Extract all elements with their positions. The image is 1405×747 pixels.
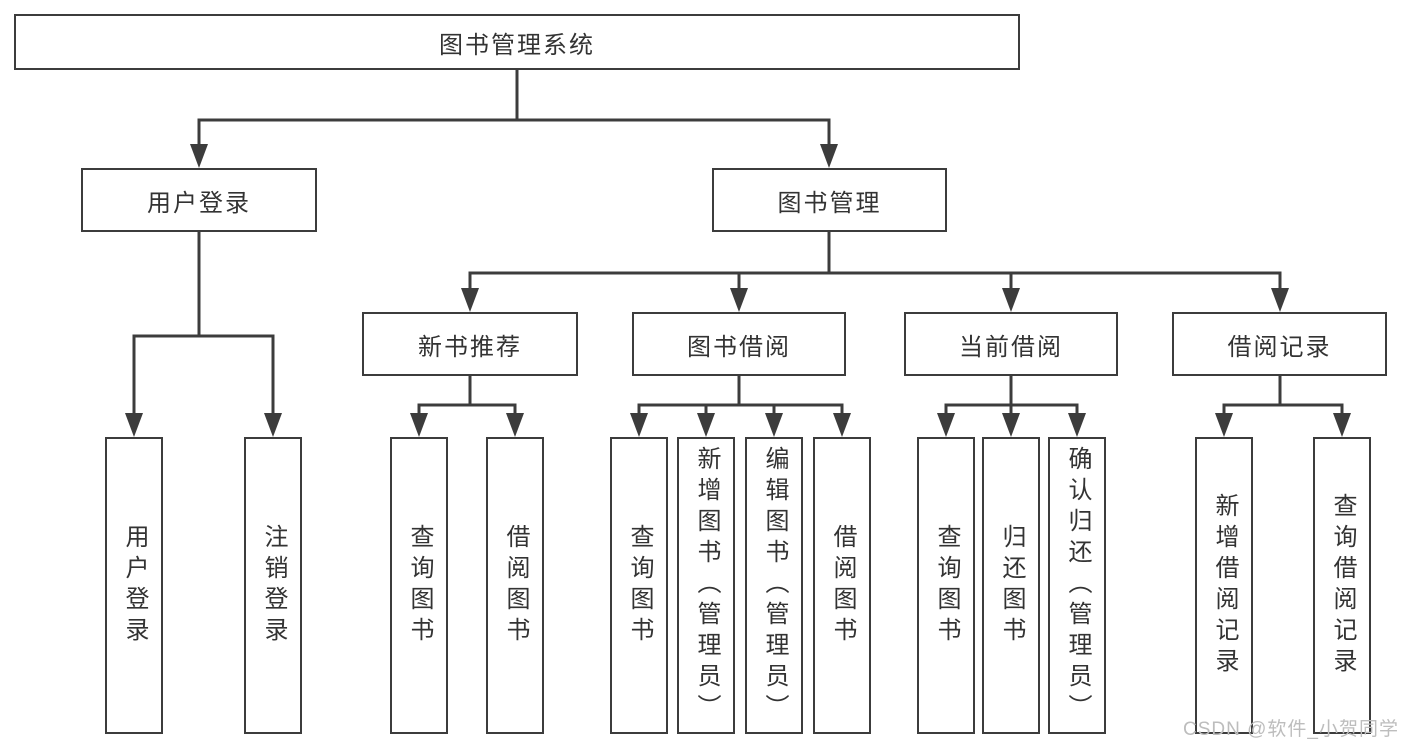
arrowhead-icon [506, 413, 524, 437]
arrowhead-icon [820, 144, 838, 168]
arrowhead-icon [1333, 413, 1351, 437]
leaf-confirm-return-admin: 确认归还（管理员） [1048, 437, 1106, 734]
connector-borrowrecords-to-leaves [1222, 374, 1344, 420]
node-root: 图书管理系统 [14, 14, 1020, 70]
arrowhead-icon [630, 413, 648, 437]
arrowhead-icon [1002, 288, 1020, 312]
leaf-query-books-1: 查询图书 [390, 437, 448, 734]
connector-paths [132, 68, 1344, 420]
node-user-login-label: 用户登录 [147, 189, 251, 217]
csdn-watermark: CSDN @软件_小贺同学 [1183, 719, 1399, 740]
leaf-query-books-1-label: 查询图书 [406, 523, 433, 648]
arrowhead-icon [730, 288, 748, 312]
connector-newbookrec-to-leaves [417, 374, 517, 420]
connector-root-to-level2 [197, 68, 831, 150]
node-book-borrowing: 图书借阅 [632, 312, 846, 376]
connector-userlogin-to-leaves [132, 230, 275, 420]
leaf-query-books-2-label: 查询图书 [626, 523, 653, 648]
leaf-query-books-3-label: 查询图书 [933, 523, 960, 648]
arrowhead-icon [410, 413, 428, 437]
leaf-query-borrow-record: 查询借阅记录 [1313, 437, 1371, 734]
connector-bookborrow-to-leaves [637, 374, 844, 420]
connector-bookmgmt-to-level3 [468, 230, 1282, 294]
arrowhead-icon [697, 413, 715, 437]
leaf-borrow-books-1-label: 借阅图书 [502, 523, 529, 648]
arrowhead-icon [264, 413, 282, 437]
leaf-add-books-admin: 新增图书（管理员） [677, 437, 735, 734]
node-book-borrowing-label: 图书借阅 [687, 333, 791, 361]
arrowhead-icon [1271, 288, 1289, 312]
leaf-user-login: 用户登录 [105, 437, 163, 734]
leaf-add-books-admin-label: 新增图书（管理员） [693, 446, 720, 725]
node-root-label: 图书管理系统 [439, 31, 595, 59]
node-book-management-label: 图书管理 [777, 189, 882, 217]
node-user-login: 用户登录 [81, 168, 317, 232]
node-current-borrowing: 当前借阅 [904, 312, 1118, 376]
leaf-logout-label: 注销登录 [260, 523, 287, 648]
leaf-borrow-books-2-label: 借阅图书 [829, 523, 856, 648]
arrowhead-icon [461, 288, 479, 312]
node-new-book-recommend-label: 新书推荐 [418, 333, 522, 361]
node-new-book-recommend: 新书推荐 [362, 312, 578, 376]
arrowhead-icon [1215, 413, 1233, 437]
leaf-logout: 注销登录 [244, 437, 302, 734]
leaf-query-books-2: 查询图书 [610, 437, 668, 734]
node-current-borrowing-label: 当前借阅 [959, 333, 1063, 361]
arrowhead-icon [1068, 413, 1086, 437]
arrowhead-icon [190, 144, 208, 168]
leaf-query-books-3: 查询图书 [917, 437, 975, 734]
connector-currentborrow-to-leaves [944, 374, 1079, 420]
leaf-borrow-books-1: 借阅图书 [486, 437, 544, 734]
leaf-edit-books-admin-label: 编辑图书（管理员） [761, 446, 788, 725]
node-book-management: 图书管理 [712, 168, 947, 232]
leaf-user-login-label: 用户登录 [121, 523, 148, 648]
arrowheads [125, 144, 1351, 437]
leaf-borrow-books-2: 借阅图书 [813, 437, 871, 734]
arrowhead-icon [833, 413, 851, 437]
node-borrowing-records-label: 借阅记录 [1227, 333, 1332, 361]
leaf-confirm-return-admin-label: 确认归还（管理员） [1064, 446, 1091, 725]
leaf-return-books: 归还图书 [982, 437, 1040, 734]
leaf-add-borrow-record-label: 新增借阅记录 [1211, 492, 1238, 679]
leaf-add-borrow-record: 新增借阅记录 [1195, 437, 1253, 734]
arrowhead-icon [937, 413, 955, 437]
node-borrowing-records: 借阅记录 [1172, 312, 1387, 376]
leaf-edit-books-admin: 编辑图书（管理员） [745, 437, 803, 734]
leaf-query-borrow-record-label: 查询借阅记录 [1329, 492, 1356, 679]
arrowhead-icon [1002, 413, 1020, 437]
leaf-return-books-label: 归还图书 [998, 523, 1025, 648]
arrowhead-icon [125, 413, 143, 437]
arrowhead-icon [765, 413, 783, 437]
